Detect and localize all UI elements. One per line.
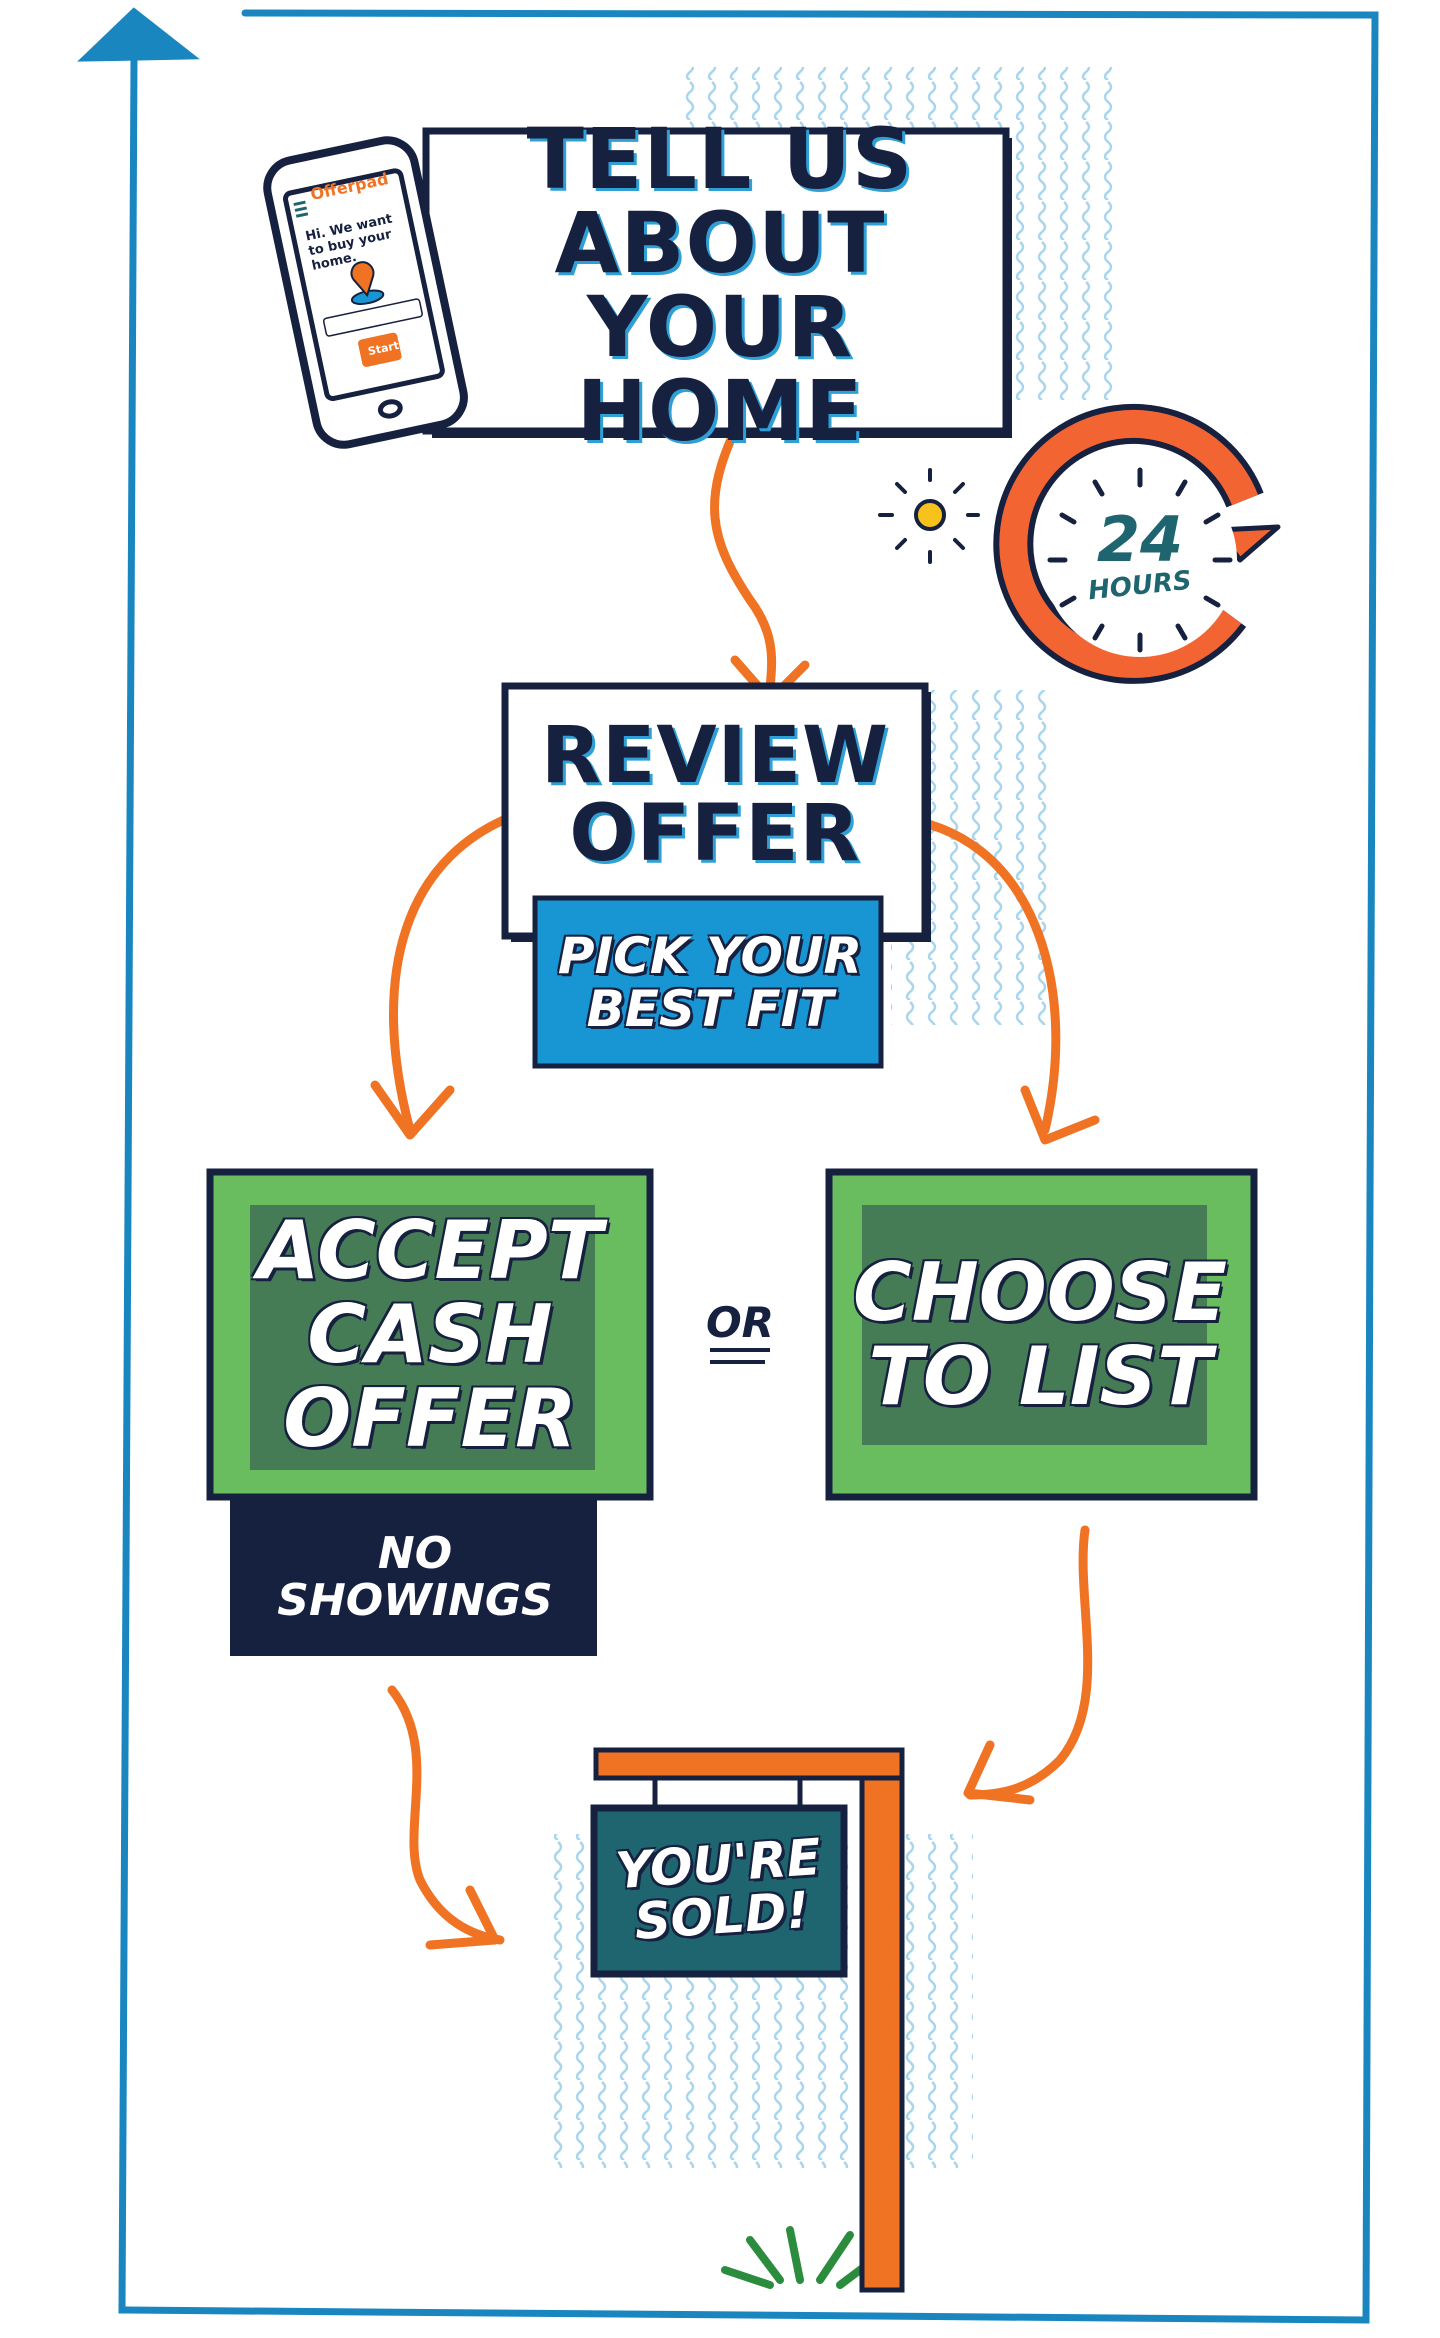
youre-sold-sign: YOU'RE SOLD! [613,1827,823,1951]
option-choose-to-list: CHOOSE TO LIST [853,1246,1227,1423]
clock-label: 24 HOURS [1075,490,1205,620]
clock-24-hours-icon [993,403,1281,684]
step-box-outline [422,127,1012,438]
step-tell-us-about-your-home: TELL US ABOUT YOUR HOME [526,110,914,460]
no-showings-label: NO SHOWINGS [277,1528,553,1626]
or-underline [710,1348,770,1364]
or-label: OR [705,1298,775,1347]
pick-box-bg [532,895,884,1069]
frame-border [77,7,1379,2324]
phone-icon [263,136,468,449]
sold-sign-icon [590,1747,905,2293]
option-accept-cash-offer: ACCEPT CASH OFFER [257,1204,603,1465]
step-pick-your-best-fit: PICK YOUR BEST FIT [557,927,863,1038]
clock-number: 24 [1096,503,1184,576]
step-review-offer: REVIEW OFFER [540,711,890,879]
sun-icon [878,468,980,564]
option-box-bg [206,1168,1258,1656]
